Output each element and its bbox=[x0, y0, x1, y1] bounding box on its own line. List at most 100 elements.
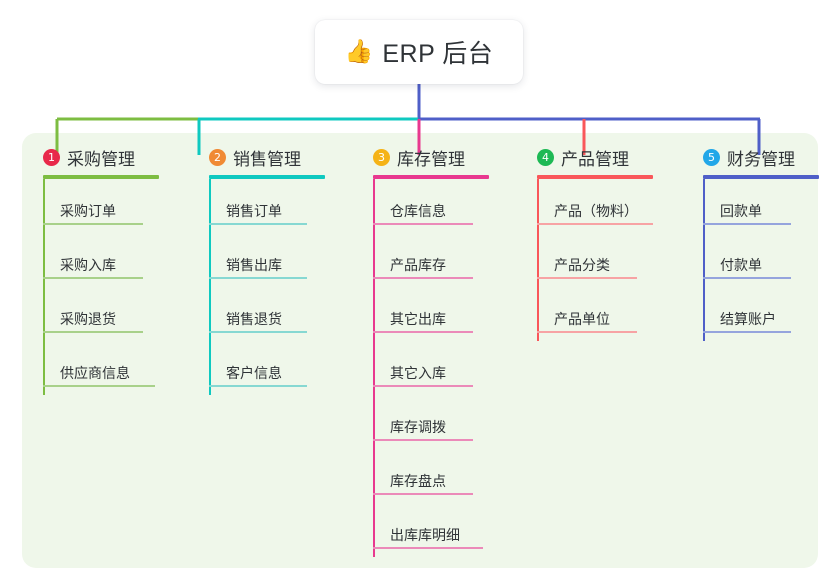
leaf-item-underline bbox=[537, 277, 637, 279]
branch-header[interactable]: 5 财务管理 bbox=[690, 144, 819, 170]
leaf-item-label: 付款单 bbox=[720, 257, 762, 273]
branch-index-badge: 2 bbox=[209, 148, 226, 166]
branch-item-list: 采购订单采购入库采购退货供应商信息 bbox=[30, 179, 159, 395]
branch-trunk-line bbox=[537, 179, 539, 341]
leaf-item[interactable]: 其它出库 bbox=[360, 287, 489, 341]
leaf-item-label: 其它出库 bbox=[390, 311, 446, 327]
leaf-item[interactable]: 产品分类 bbox=[524, 233, 653, 287]
branch-header[interactable]: 4 产品管理 bbox=[524, 144, 653, 170]
leaf-item-underline bbox=[209, 277, 307, 279]
leaf-item[interactable]: 仓库信息 bbox=[360, 179, 489, 233]
branch-column-2: 2 销售管理销售订单销售出库销售退货客户信息 bbox=[196, 144, 325, 395]
leaf-item-label: 产品（物料） bbox=[554, 203, 638, 219]
leaf-item-underline bbox=[209, 331, 307, 333]
leaf-item-underline bbox=[209, 385, 307, 387]
root-node[interactable]: 👍 ERP 后台 bbox=[315, 20, 523, 84]
leaf-item[interactable]: 库存调拨 bbox=[360, 395, 489, 449]
leaf-item-underline bbox=[43, 223, 143, 225]
branch-index-badge: 1 bbox=[43, 148, 60, 166]
branch-column-1: 1 采购管理采购订单采购入库采购退货供应商信息 bbox=[30, 144, 159, 395]
branch-index-badge: 5 bbox=[703, 148, 720, 166]
leaf-item[interactable]: 付款单 bbox=[690, 233, 819, 287]
branch-underline bbox=[373, 175, 489, 179]
branch-underline bbox=[537, 175, 653, 179]
branch-item-list: 产品（物料） 产品分类产品单位 bbox=[524, 179, 653, 341]
branch-item-list: 仓库信息产品库存其它出库其它入库库存调拨库存盘点出库库明细 bbox=[360, 179, 489, 557]
leaf-item-label: 仓库信息 bbox=[390, 203, 446, 219]
branch-index-badge: 4 bbox=[537, 148, 554, 166]
leaf-item[interactable]: 销售订单 bbox=[196, 179, 325, 233]
leaf-item[interactable]: 结算账户 bbox=[690, 287, 819, 341]
leaf-item-underline bbox=[703, 277, 791, 279]
leaf-item-underline bbox=[537, 223, 653, 225]
leaf-item[interactable]: 采购退货 bbox=[30, 287, 159, 341]
leaf-item-underline bbox=[373, 223, 473, 225]
leaf-item-label: 库存盘点 bbox=[390, 473, 446, 489]
leaf-item[interactable]: 采购订单 bbox=[30, 179, 159, 233]
leaf-item-label: 客户信息 bbox=[226, 365, 282, 381]
diagram-background-panel bbox=[22, 133, 818, 568]
leaf-item-underline bbox=[373, 277, 473, 279]
branch-header[interactable]: 3 库存管理 bbox=[360, 144, 489, 170]
leaf-item[interactable]: 销售退货 bbox=[196, 287, 325, 341]
leaf-item[interactable]: 回款单 bbox=[690, 179, 819, 233]
branch-trunk-line bbox=[703, 179, 705, 341]
thumbs-up-icon: 👍 bbox=[344, 38, 374, 65]
leaf-item-underline bbox=[373, 331, 473, 333]
leaf-item[interactable]: 其它入库 bbox=[360, 341, 489, 395]
leaf-item-label: 销售订单 bbox=[226, 203, 282, 219]
leaf-item-underline bbox=[43, 277, 143, 279]
leaf-item-label: 产品分类 bbox=[554, 257, 610, 273]
leaf-item[interactable]: 产品（物料） bbox=[524, 179, 653, 233]
leaf-item-label: 产品库存 bbox=[390, 257, 446, 273]
leaf-item-label: 销售退货 bbox=[226, 311, 282, 327]
branch-title: 库存管理 bbox=[397, 149, 465, 169]
leaf-item[interactable]: 客户信息 bbox=[196, 341, 325, 395]
branch-column-3: 3 库存管理仓库信息产品库存其它出库其它入库库存调拨库存盘点出库库明细 bbox=[360, 144, 489, 557]
leaf-item-underline bbox=[43, 385, 155, 387]
leaf-item-label: 采购退货 bbox=[60, 311, 116, 327]
branch-underline bbox=[209, 175, 325, 179]
branch-item-list: 销售订单销售出库销售退货客户信息 bbox=[196, 179, 325, 395]
leaf-item-label: 其它入库 bbox=[390, 365, 446, 381]
leaf-item-label: 回款单 bbox=[720, 203, 762, 219]
leaf-item-label: 销售出库 bbox=[226, 257, 282, 273]
leaf-item[interactable]: 销售出库 bbox=[196, 233, 325, 287]
leaf-item-label: 采购订单 bbox=[60, 203, 116, 219]
leaf-item-underline bbox=[43, 331, 143, 333]
leaf-item-underline bbox=[537, 331, 637, 333]
leaf-item[interactable]: 产品单位 bbox=[524, 287, 653, 341]
leaf-item[interactable]: 产品库存 bbox=[360, 233, 489, 287]
leaf-item-label: 采购入库 bbox=[60, 257, 116, 273]
branch-title: 产品管理 bbox=[561, 149, 629, 169]
branch-title: 采购管理 bbox=[67, 149, 135, 169]
branch-trunk-line bbox=[373, 179, 375, 557]
leaf-item-label: 供应商信息 bbox=[60, 365, 130, 381]
leaf-item-underline bbox=[373, 439, 473, 441]
branch-title: 财务管理 bbox=[727, 149, 795, 169]
branch-item-list: 回款单付款单结算账户 bbox=[690, 179, 819, 341]
branch-header[interactable]: 1 采购管理 bbox=[30, 144, 159, 170]
leaf-item-underline bbox=[373, 493, 473, 495]
branch-trunk-line bbox=[43, 179, 45, 395]
leaf-item-underline bbox=[373, 385, 473, 387]
branch-index-badge: 3 bbox=[373, 148, 390, 166]
root-title: ERP 后台 bbox=[382, 40, 494, 68]
branch-underline bbox=[43, 175, 159, 179]
leaf-item-underline bbox=[703, 223, 791, 225]
leaf-item-label: 出库库明细 bbox=[390, 527, 460, 543]
leaf-item-underline bbox=[703, 331, 791, 333]
branch-title: 销售管理 bbox=[233, 149, 301, 169]
leaf-item[interactable]: 供应商信息 bbox=[30, 341, 159, 395]
branch-column-5: 5 财务管理回款单付款单结算账户 bbox=[690, 144, 819, 341]
leaf-item[interactable]: 库存盘点 bbox=[360, 449, 489, 503]
leaf-item-underline bbox=[373, 547, 483, 549]
leaf-item-underline bbox=[209, 223, 307, 225]
branch-column-4: 4 产品管理产品（物料） 产品分类产品单位 bbox=[524, 144, 653, 341]
leaf-item[interactable]: 采购入库 bbox=[30, 233, 159, 287]
branch-header[interactable]: 2 销售管理 bbox=[196, 144, 325, 170]
leaf-item[interactable]: 出库库明细 bbox=[360, 503, 489, 557]
leaf-item-label: 结算账户 bbox=[720, 311, 776, 327]
branch-trunk-line bbox=[209, 179, 211, 395]
